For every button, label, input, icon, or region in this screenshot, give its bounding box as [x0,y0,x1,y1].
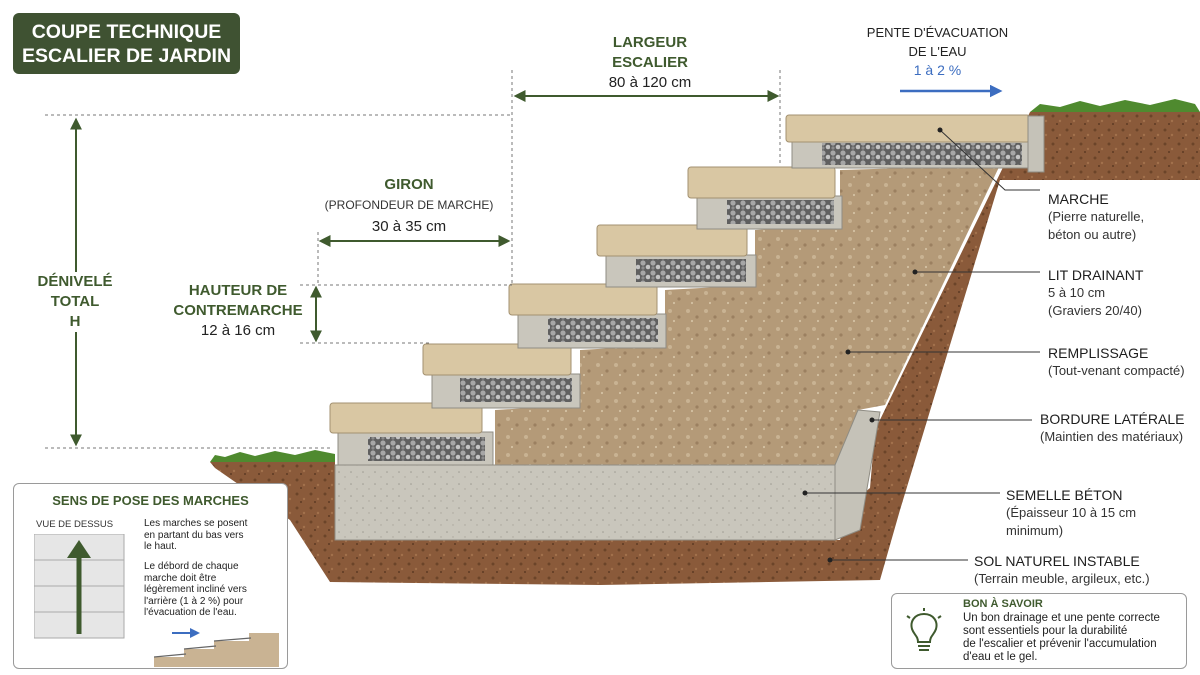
tip-line-1: Un bon drainage et une pente correcte [963,612,1160,624]
pose-paragraph-2: Le débord de chaque marche doit être lég… [144,561,274,619]
step-2-stone [422,343,572,376]
callout-semelle-head: SEMELLE BÉTON [1006,487,1123,503]
callout-sol: SOL NATUREL INSTABLE (Terrain meuble, ar… [974,552,1150,588]
hauteur-value: 12 à 16 cm [200,322,276,339]
pose-p1-line-3: le haut. [144,541,177,552]
callout-remplissage: REMPLISSAGE (Tout-venant compacté) [1048,344,1185,380]
pose-p2-line-5: l'évacuation de l'eau. [144,607,237,618]
denivele-head-2: TOTAL [50,293,100,310]
dimension-guides [45,70,781,449]
pente-label: PENTE D'ÉVACUATION DE L'EAU 1 à 2 % [860,23,1015,80]
upper-soil-bank [1045,112,1200,180]
step-3-stone [508,283,658,316]
pose-side-view-diagram [154,628,279,667]
pose-top-view-diagram [34,534,125,639]
callout-marche-sub-2: béton ou autre) [1048,227,1137,242]
pose-p2-line-4: l'arrière (1 à 2 %) pour [144,595,244,607]
pose-p2-line-1: Le débord de chaque [144,561,239,572]
callout-semelle: SEMELLE BÉTON (Épaisseur 10 à 15 cm mini… [1006,486,1136,540]
step-1-stone [329,402,483,434]
callout-remplissage-head: REMPLISSAGE [1048,345,1149,361]
largeur-label: LARGEUR ESCALIER 80 à 120 cm [560,33,740,93]
pente-head-2: DE L'EAU [908,44,967,59]
pose-p1-line-2: en partant du bas vers [144,529,244,541]
largeur-head-2: ESCALIER [612,54,688,71]
top-step-gravel [822,143,1022,165]
tip-title: BON À SAVOIR [963,598,1043,610]
giron-value: 30 à 35 cm [371,218,447,235]
largeur-value: 80 à 120 cm [608,74,692,91]
pose-panel: SENS DE POSE DES MARCHES VUE DE DESSUS L… [13,483,288,669]
step-5-stone [687,166,836,199]
grass-upper [1030,99,1200,112]
step-4-gravel [636,259,746,282]
callout-marche-sub-1: (Pierre naturelle, [1048,209,1145,224]
largeur-head-1: LARGEUR [612,34,688,51]
step-1-gravel [368,437,485,461]
fill-backfill [495,165,1000,465]
tip-panel: BON À SAVOIR Un bon drainage et une pent… [891,593,1187,669]
lightbulb-icon [906,608,942,651]
title-line-2: ESCALIER DE JARDIN [21,45,232,67]
callout-semelle-sub-2: minimum) [1006,523,1064,538]
pente-value: 1 à 2 % [913,62,962,78]
pose-title: SENS DE POSE DES MARCHES [52,493,249,508]
callout-leaders [805,129,1040,561]
grass-lower [210,450,335,462]
pose-paragraph-1: Les marches se posent en partant du bas … [144,518,274,553]
title-line-1: COUPE TECHNIQUE [31,21,222,43]
diagram-title: COUPE TECHNIQUE ESCALIER DE JARDIN [13,13,240,74]
giron-sub: (PROFONDEUR DE MARCHE) [324,198,494,212]
callout-lit-sub-2: (Graviers 20/40) [1048,303,1142,318]
step-5-gravel [727,200,834,224]
top-step-stone [785,114,1031,143]
callout-bordure-head: BORDURE LATÉRALE [1040,411,1185,427]
pose-p1-line-1: Les marches se posent [144,518,248,529]
callout-dots [802,127,943,563]
giron-head: GIRON [384,176,434,193]
callout-lit-head: LIT DRAINANT [1048,267,1144,283]
tip-line-2: sont essentiels pour la durabilité [963,625,1128,637]
callout-semelle-sub-1: (Épaisseur 10 à 15 cm [1006,505,1137,520]
callout-marche-head: MARCHE [1048,191,1109,207]
callout-sol-sub: (Terrain meuble, argileux, etc.) [974,571,1150,586]
pente-head-1: PENTE D'ÉVACUATION [866,25,1009,40]
hauteur-head-1: HAUTEUR DE [188,282,288,299]
step-2-gravel [460,378,572,402]
callout-sol-head: SOL NATUREL INSTABLE [974,553,1140,569]
step-3-gravel [548,318,658,342]
top-border-post [1027,115,1045,173]
concrete-footing [334,464,836,541]
hauteur-head-2: CONTREMARCHE [173,302,303,319]
callout-remplissage-sub: (Tout-venant compacté) [1048,363,1185,378]
tip-line-3: de l'escalier et prévenir l'accumulation [963,638,1157,650]
callout-lit-sub-1: 5 à 10 cm [1048,285,1106,300]
pose-p2-line-2: marche doit être [144,572,217,584]
pose-p2-line-3: légèrement incliné vers [144,584,247,595]
callout-lit-drainant: LIT DRAINANT 5 à 10 cm (Graviers 20/40) [1048,266,1143,320]
step-4-stone [596,224,748,257]
denivele-head-1: DÉNIVELÉ [37,273,113,290]
pose-top-view-label: VUE DE DESSUS [36,519,114,530]
callout-bordure-sub: (Maintien des matériaux) [1040,429,1184,444]
giron-label: GIRON (PROFONDEUR DE MARCHE) 30 à 35 cm [318,175,500,237]
side-border [834,409,881,541]
tip-line-4: d'eau et le gel. [963,651,1038,663]
callout-marche: MARCHE (Pierre naturelle, béton ou autre… [1048,190,1144,244]
callout-bordure: BORDURE LATÉRALE (Maintien des matériaux… [1040,410,1184,446]
denivele-value: H [69,313,81,330]
hauteur-label: HAUTEUR DE CONTREMARCHE 12 à 16 cm [168,281,308,341]
tip-text: Un bon drainage et une pente correcte so… [963,612,1185,664]
denivele-label: DÉNIVELÉ TOTAL H [20,272,130,332]
